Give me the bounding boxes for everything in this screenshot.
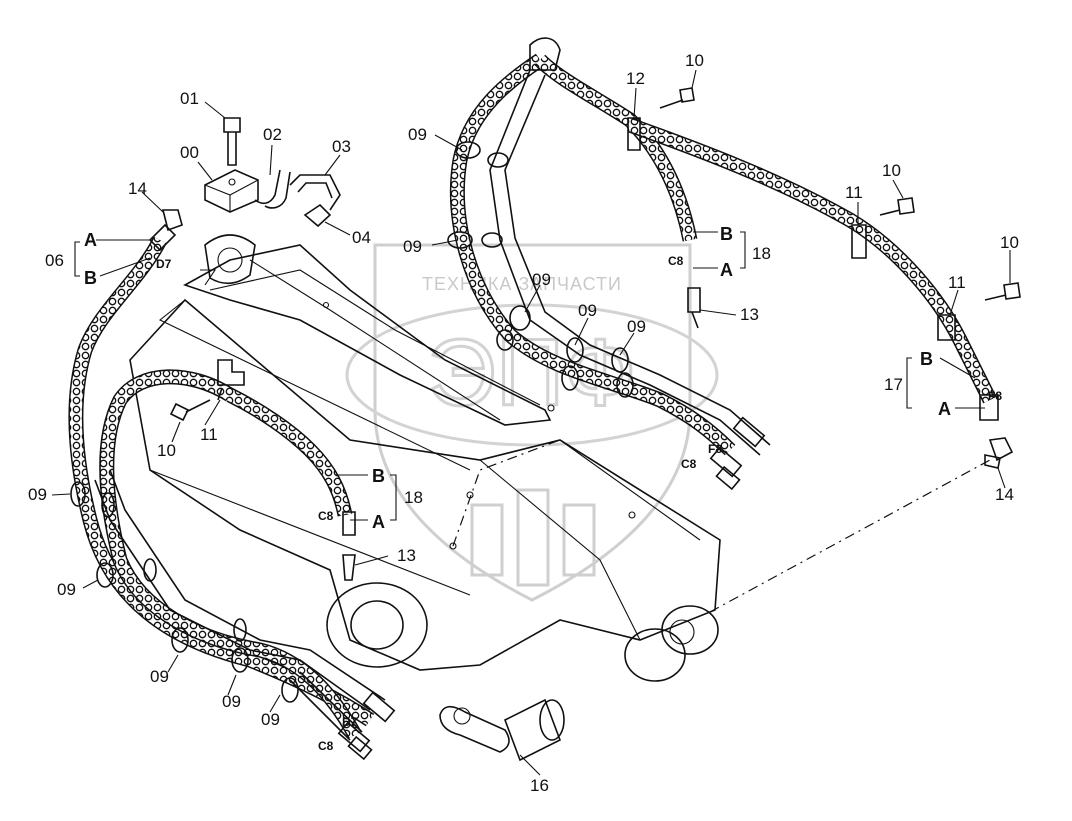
label-09-i: 09 xyxy=(222,692,241,711)
label-13-lower: 13 xyxy=(397,546,416,565)
pin-16 xyxy=(439,698,565,762)
group-bracket-06 xyxy=(74,239,151,277)
code-c8-right: C8 xyxy=(681,457,697,471)
bracket-11-left xyxy=(217,359,245,401)
label-09-b: 09 xyxy=(403,237,422,256)
label-11-c: 11 xyxy=(200,425,218,444)
label-06: 06 xyxy=(45,251,64,270)
label-09-e: 09 xyxy=(627,317,646,336)
label-10-b: 10 xyxy=(882,161,901,180)
clamps-upper xyxy=(447,141,634,398)
group-bracket-17 xyxy=(906,357,985,409)
port-b-17: B xyxy=(920,349,933,369)
label-14-left: 14 xyxy=(128,179,147,198)
bolt-10-a xyxy=(659,87,695,109)
label-12: 12 xyxy=(626,69,645,88)
pipe-lower-left xyxy=(94,469,396,761)
label-09-g: 09 xyxy=(57,580,76,599)
code-d7-bottom: D7 xyxy=(342,715,358,729)
code-f8-right: F8 xyxy=(988,389,1002,403)
label-14-right: 14 xyxy=(995,485,1014,504)
port-a-06: A xyxy=(84,230,97,250)
label-09-f: 09 xyxy=(28,485,47,504)
fitting-02 xyxy=(254,169,291,209)
fitting-13-left xyxy=(342,511,356,581)
hose-top-inner xyxy=(534,54,698,242)
fitting-codes: D7 D7 C8 C8 C8 C8 F8 F8 xyxy=(156,254,1002,753)
label-11-a: 11 xyxy=(845,183,863,202)
bolt-10-c xyxy=(984,282,1021,301)
label-10-a: 10 xyxy=(685,51,704,70)
label-02: 02 xyxy=(263,125,282,144)
label-17: 17 xyxy=(884,375,903,394)
code-c8-bottom: C8 xyxy=(318,739,334,753)
code-f8-lower: F8 xyxy=(708,442,722,456)
label-10-c: 10 xyxy=(1000,233,1019,252)
fitting-13-upper xyxy=(687,287,701,329)
hose-left-inner xyxy=(99,369,362,739)
group-bracket-18-upper xyxy=(693,231,746,269)
label-18-lower: 18 xyxy=(404,488,423,507)
label-00: 00 xyxy=(180,143,199,162)
port-labels: A B B A B A B A xyxy=(84,224,951,532)
pipe-03 xyxy=(289,174,341,211)
leader-lines xyxy=(51,69,1011,776)
fitting-14-right xyxy=(979,394,1014,469)
label-11-b: 11 xyxy=(948,273,966,292)
port-b-18-upper: B xyxy=(720,224,733,244)
label-16: 16 xyxy=(530,776,549,795)
code-c8-upper: C8 xyxy=(668,254,684,268)
fitting-04 xyxy=(303,203,332,228)
bolt-10-left xyxy=(169,399,211,422)
port-a-18-lower: A xyxy=(372,512,385,532)
label-13-upper: 13 xyxy=(740,305,759,324)
watermark-text: ТЕХНИКА ЗАПЧАСТИ xyxy=(422,274,622,294)
bolt-10-b xyxy=(879,197,915,216)
code-d7-top: D7 xyxy=(156,257,172,271)
label-09-j: 09 xyxy=(261,710,280,729)
pipe-upper xyxy=(489,37,771,491)
hose-top-right xyxy=(627,117,997,404)
bolt-01 xyxy=(223,117,241,166)
block-00 xyxy=(204,169,259,213)
port-a-17: A xyxy=(938,399,951,419)
port-a-18-upper: A xyxy=(720,260,733,280)
label-04: 04 xyxy=(352,228,371,247)
boom-structure xyxy=(129,234,991,682)
bracket-12 xyxy=(627,117,641,151)
port-b-06: B xyxy=(84,268,97,288)
label-10-d: 10 xyxy=(157,441,176,460)
part-labels: 01 00 02 03 04 14 06 09 09 09 09 09 09 0… xyxy=(28,51,1019,795)
port-b-18-lower: B xyxy=(372,466,385,486)
bracket-11-mid xyxy=(851,224,867,259)
bracket-11-right xyxy=(937,314,956,341)
watermark-logo: ЭПФ xyxy=(428,320,637,426)
group-bracket-18-lower xyxy=(335,474,397,521)
label-09-h: 09 xyxy=(150,667,169,686)
label-09-a: 09 xyxy=(408,125,427,144)
label-09-c: 09 xyxy=(532,270,551,289)
hose-left-short xyxy=(226,388,353,517)
label-03: 03 xyxy=(332,137,351,156)
label-09-d: 09 xyxy=(578,301,597,320)
label-18-upper: 18 xyxy=(752,244,771,263)
hose-left-long xyxy=(68,236,375,727)
code-c8-lower: C8 xyxy=(318,509,334,523)
fitting-14-left xyxy=(148,209,183,252)
clamps-left xyxy=(70,481,299,703)
label-01: 01 xyxy=(180,89,199,108)
